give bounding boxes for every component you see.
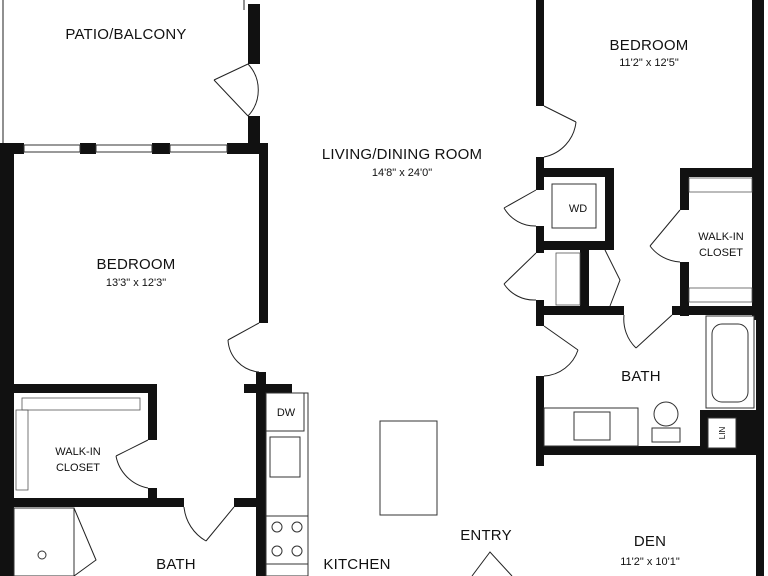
wall-wd-bottom [536,241,614,250]
linen-closet [707,417,737,449]
bath-left-label: BATH [156,556,196,573]
closet-left-line1: WALK-IN [55,446,100,458]
wall-bedroom-top-c [152,143,170,154]
wall-right-bedroom-bottom [680,168,764,177]
door-bedroom-left [227,322,260,373]
closet-right-line2: CLOSET [699,247,743,259]
closet-right-shelf-top [688,177,753,193]
door-bath-from-closet [623,314,673,349]
wall-bath-top-a [536,306,624,315]
wall-linen-right [736,410,764,450]
door-storage-right [604,249,621,307]
wall-linen-top [700,410,764,418]
burner-4 [291,545,303,557]
door-left-closet [115,439,149,489]
closet-left-shelf-side [15,409,29,491]
wall-left-outer [0,143,14,576]
window-2 [95,144,153,153]
door-storage [503,252,537,301]
closet-right-shelf-bottom [688,287,753,303]
wall-bath-left-lower [536,376,544,466]
wall-wd-right [605,168,614,250]
den-label: DEN [634,533,666,550]
wall-right-closet-left [680,168,689,210]
entry-label: ENTRY [460,527,512,544]
linen-label: LIN [718,427,727,440]
storage-shelf [555,252,581,306]
wall-right-closet-left-lower [680,262,689,316]
door-entry [471,551,513,576]
wall-bath-top-c [604,306,624,315]
wall-storage-mid [580,241,589,313]
closet-right-line1: WALK-IN [698,231,743,243]
cooktop [265,515,309,565]
shower-door-left [73,507,97,576]
patio-label: PATIO/BALCONY [65,26,186,43]
wd-label: WD [569,203,587,215]
den-size: 11'2" x 10'1" [620,556,680,568]
door-bath-right [543,325,579,377]
wall-left-bath-top [0,498,184,507]
kitchen-label: KITCHEN [323,556,390,573]
door-wd [503,189,537,227]
wall-bath-top-b [672,306,764,315]
wall-kitchen-top [244,384,292,393]
wall-left-bath-top-b [234,498,256,507]
door-left-bath [183,506,235,542]
burner-2 [291,521,303,533]
wall-bedroom-top-b [80,143,96,154]
wall-bedroom-top-a [0,143,24,154]
door-patio [213,63,259,117]
burner-1 [271,521,283,533]
labels: PATIO/BALCONY LIVING/DINING ROOM 14'8" x… [55,26,743,573]
wall-left-closet-right [148,384,157,440]
sink-kitchen [269,436,301,478]
bedroom-right-label: BEDROOM [610,37,689,54]
wall-kitchen-left [256,372,266,576]
window-3 [169,144,228,153]
window-1 [23,144,81,153]
toilet-bowl [653,401,679,427]
wall-bedroom-top-d [227,143,267,154]
wall-right-bedroom-left-upper [536,0,544,106]
bath-right-label: BATH [621,368,661,385]
wall-wd-left-lower [536,226,544,250]
burner-3 [271,545,283,557]
wall-left-closet-right-lower [148,488,157,507]
shower-left [13,507,75,576]
vanity-sink [573,411,611,441]
wall-wd-top [536,168,614,177]
closet-left-shelf-top [21,397,141,411]
door-right-closet [649,209,681,263]
bedroom-left-label: BEDROOM [97,256,176,273]
dw-label: DW [277,407,296,419]
doors [115,63,681,576]
bedroom-left-size: 13'3" x 12'3" [106,277,166,289]
wall-linen-left [700,410,708,450]
toilet-tank [651,427,681,443]
wall-patio-upper [248,4,260,64]
door-right-bedroom [543,105,577,158]
living-size: 14'8" x 24'0" [372,167,432,179]
wall-wd-left [536,168,544,190]
shower-drain [37,550,47,560]
washer-dryer-unit [551,183,597,229]
fixtures [13,177,755,576]
dishwasher-box [265,392,305,432]
bedroom-right-size: 11'2" x 12'5" [619,57,679,69]
kitchen-island [379,420,438,516]
closet-left-line2: CLOSET [56,462,100,474]
living-label: LIVING/DINING ROOM [322,146,482,163]
bathtub-inner [711,323,749,403]
wall-left-closet-top [0,384,157,393]
wall-bath-left-upper [536,306,544,326]
wall-bedroom-right-upper [259,143,268,323]
wall-patio-lower [248,116,260,154]
wall-bath-bottom [536,446,764,455]
wall-right-outer [752,0,764,320]
wall-storage-left [536,241,544,253]
